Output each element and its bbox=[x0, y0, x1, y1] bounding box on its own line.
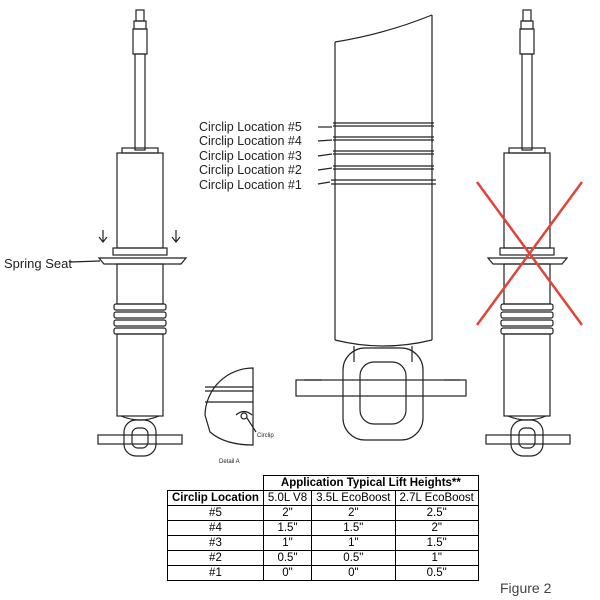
circlip-location-2-label: Circlip Location #2 bbox=[199, 163, 302, 177]
left-shock bbox=[69, 9, 188, 457]
table-row: #3 1" 1" 1.5" bbox=[167, 535, 479, 551]
circlip-location-3-label: Circlip Location #3 bbox=[199, 149, 302, 163]
cell-value: 0.5" bbox=[394, 565, 479, 581]
cross-out-mark bbox=[475, 181, 584, 326]
table-title: Application Typical Lift Heights** bbox=[262, 475, 479, 491]
table-row: #5 2" 2" 2.5" bbox=[167, 505, 479, 521]
cell-value: 1" bbox=[394, 550, 479, 566]
cell-value: 0.5" bbox=[262, 550, 313, 566]
cell-value: 0.5" bbox=[311, 550, 396, 566]
cell-value: 1" bbox=[311, 535, 396, 551]
figure-caption: Figure 2 bbox=[500, 580, 552, 596]
cell-value: 0" bbox=[262, 565, 313, 581]
cell-value: 2" bbox=[394, 520, 479, 536]
table-row: #2 0.5" 0.5" 1" bbox=[167, 550, 479, 566]
circlip-location-1-label: Circlip Location #1 bbox=[199, 178, 302, 192]
column-header: 3.5L EcoBoost bbox=[311, 490, 396, 506]
row-location: #2 bbox=[167, 550, 264, 566]
cell-value: 2" bbox=[311, 505, 396, 521]
cell-value: 1" bbox=[262, 535, 313, 551]
center-shock bbox=[295, 14, 467, 441]
cell-value: 1.5" bbox=[394, 535, 479, 551]
row-location: #5 bbox=[167, 505, 264, 521]
circlip-location-4-label: Circlip Location #4 bbox=[199, 134, 302, 148]
detail-a bbox=[204, 367, 257, 446]
cell-value: 1.5" bbox=[311, 520, 396, 536]
row-location: #4 bbox=[167, 520, 264, 536]
right-shock bbox=[485, 9, 571, 457]
lift-height-table: Application Typical Lift Heights** Circl… bbox=[167, 475, 479, 581]
row-location: #1 bbox=[167, 565, 264, 581]
cell-value: 0" bbox=[311, 565, 396, 581]
cell-value: 2.5" bbox=[394, 505, 479, 521]
column-header: 5.0L V8 bbox=[262, 490, 313, 506]
cell-value: 2" bbox=[262, 505, 313, 521]
detail-a-caption: Detail A bbox=[219, 459, 240, 465]
detail-circlip-label: Circlip bbox=[257, 433, 274, 439]
table-row: #1 0" 0" 0.5" bbox=[167, 565, 479, 581]
cell-value: 1.5" bbox=[262, 520, 313, 536]
circlip-location-5-label: Circlip Location #5 bbox=[199, 120, 302, 134]
row-location: #3 bbox=[167, 535, 264, 551]
table-row: #4 1.5" 1.5" 2" bbox=[167, 520, 479, 536]
row-header: Circlip Location bbox=[167, 490, 264, 506]
spring-seat-label: Spring Seat bbox=[4, 256, 72, 271]
column-header: 2.7L EcoBoost bbox=[394, 490, 479, 506]
